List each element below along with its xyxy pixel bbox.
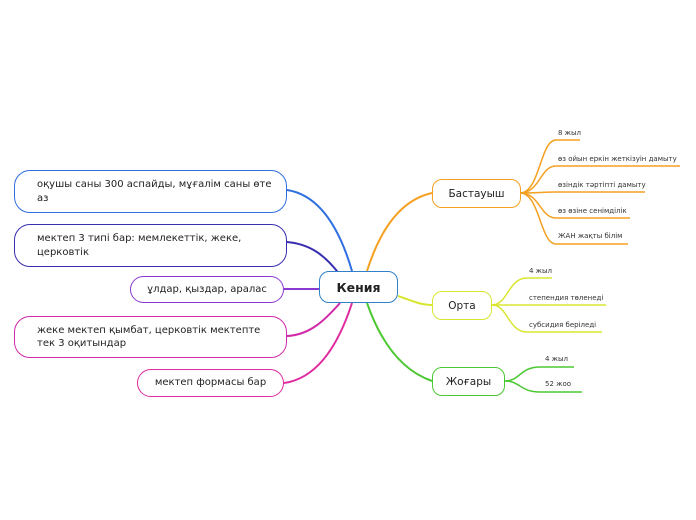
- branch-orta[interactable]: Орта: [432, 291, 492, 320]
- connector-left-4: [286, 302, 341, 337]
- branch-bastauysh[interactable]: Бастауыш: [432, 179, 521, 208]
- connector-orta: [397, 295, 433, 306]
- center-topic[interactable]: Кения: [319, 271, 398, 303]
- connector-left-1: [286, 189, 353, 272]
- leaf-zhogary-2[interactable]: 52 жоо: [545, 380, 572, 388]
- left-node-uniform[interactable]: мектеп формасы бар: [137, 369, 284, 397]
- orta-leaf-connectors: [491, 277, 606, 333]
- left-node-school-types[interactable]: мектеп 3 типі бар: мемлекеттік, жеке, це…: [14, 224, 287, 267]
- left-node-private-school[interactable]: жеке мектеп қымбат, церковтік мектепте т…: [14, 316, 287, 358]
- connector-left-5: [283, 302, 353, 384]
- leaf-bastauysh-2[interactable]: өз ойын еркін жеткізуін дамыту: [558, 155, 677, 163]
- branch-zhogary[interactable]: Жоғары: [432, 367, 505, 396]
- leaf-bastauysh-5[interactable]: ЖАН жақты білім: [558, 232, 623, 240]
- connector-bastauysh: [366, 192, 433, 272]
- leaf-orta-3[interactable]: субсидия беріледі: [529, 321, 597, 329]
- zhogary-leaf-connectors: [504, 366, 582, 393]
- leaf-bastauysh-4[interactable]: өз өзіне сенімділік: [558, 207, 627, 215]
- bastauysh-leaf-connectors: [519, 139, 680, 245]
- left-node-students-count[interactable]: оқушы саны 300 аспайды, мұғалім саны өте…: [14, 170, 287, 213]
- connector-zhogary: [366, 302, 433, 382]
- left-node-gender[interactable]: ұлдар, қыздар, аралас: [130, 276, 284, 303]
- leaf-orta-2[interactable]: степендия төленеді: [529, 294, 604, 302]
- connector-left-2: [286, 241, 341, 276]
- leaf-orta-1[interactable]: 4 жыл: [529, 267, 552, 275]
- leaf-bastauysh-3[interactable]: өзіндік тәртіпті дамыту: [558, 181, 646, 189]
- leaf-bastauysh-1[interactable]: 8 жыл: [558, 129, 581, 137]
- leaf-zhogary-1[interactable]: 4 жыл: [545, 355, 568, 363]
